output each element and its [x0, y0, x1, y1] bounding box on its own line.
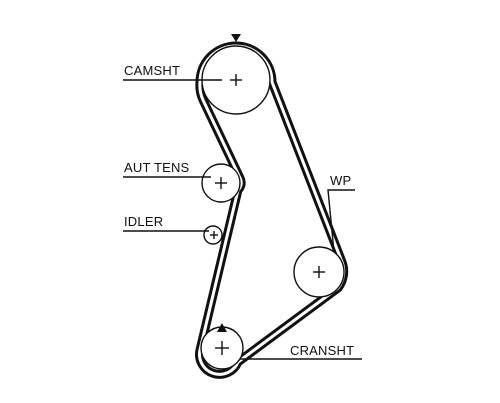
- crankshaft-timing-mark-icon: [217, 323, 227, 332]
- water-pump-label: WP: [330, 173, 351, 188]
- camshaft-timing-mark-icon: [231, 34, 241, 42]
- auto-tensioner-pulley: [201, 163, 241, 203]
- crankshaft-label: CRANSHT: [290, 343, 354, 358]
- idler-pulley: [203, 225, 223, 245]
- auto-tensioner-label: AUT TENS: [124, 160, 190, 175]
- water-pump-leader: [327, 189, 355, 253]
- camshaft-label: CAMSHT: [124, 63, 180, 78]
- crankshaft-pulley: [200, 326, 244, 370]
- water-pump-pulley: [293, 246, 345, 298]
- idler-label: IDLER: [124, 214, 163, 229]
